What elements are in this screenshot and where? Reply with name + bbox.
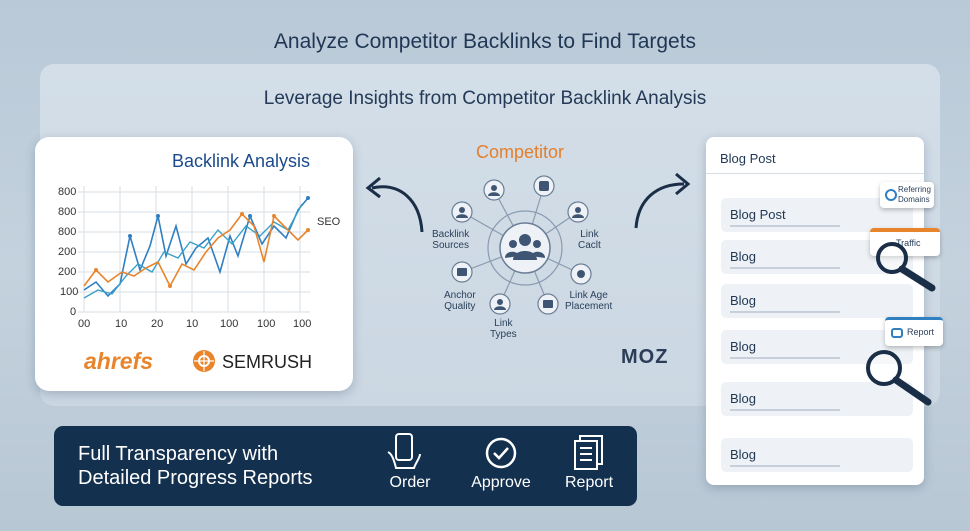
x-tick: 100 — [293, 318, 312, 330]
y-tick: 100 — [60, 286, 79, 298]
series-points — [128, 196, 310, 238]
blog-item-label: Blog — [730, 391, 757, 406]
phone-tap-icon — [387, 433, 421, 469]
node-label-link-age-placement: Link Age Placement — [565, 290, 613, 312]
blog-item-label: Blog Post — [730, 207, 786, 222]
y-tick: 200 — [58, 266, 77, 278]
backlink-analysis-title: Backlink Analysis — [172, 151, 311, 171]
y-tick: 800 — [58, 206, 77, 218]
competitor-hub-diagram — [451, 175, 592, 315]
report-label: Report — [907, 327, 935, 337]
node-label-link-caclt: Link Caclt — [578, 229, 601, 251]
report-icon — [891, 328, 903, 338]
series-line-orange — [83, 212, 309, 288]
traffic-label: Traffic — [896, 238, 921, 248]
x-tick: 100 — [220, 318, 239, 330]
page-title: Analyze Competitor Backlinks to Find Tar… — [273, 30, 697, 53]
referring-domains-tag: Referring Domains — [880, 182, 934, 208]
blog-item-label: Blog — [730, 447, 757, 462]
y-tick: 0 — [70, 306, 77, 318]
magnifier-icon — [876, 242, 936, 292]
node-label-anchor-quality: Anchor Quality — [444, 290, 476, 312]
right-curved-arrow-icon — [634, 172, 691, 229]
blog-item-label: Blog — [730, 293, 757, 308]
blog-item-label: Blog — [730, 249, 757, 264]
node-glyphs — [456, 181, 585, 310]
series-points-orange — [94, 212, 310, 288]
banner-text: Full Transparency with Detailed Progress… — [78, 443, 313, 489]
node-label-backlink-sources: Backlink Sources — [432, 229, 470, 251]
chart-grid — [78, 186, 310, 313]
series-line-blue — [83, 197, 309, 298]
blog-list-item[interactable]: Blog — [721, 330, 913, 364]
backlink-line-chart — [78, 186, 310, 313]
hub-center — [499, 222, 551, 274]
blog-list-item[interactable]: Blog — [721, 382, 913, 416]
competitor-title: Competitor — [476, 142, 565, 162]
series-line-teal — [83, 203, 303, 299]
semrush-flame-icon — [193, 350, 215, 372]
page-subtitle: Leverage Insights from Competitor Backli… — [263, 88, 707, 109]
node-label-link-types: Link Types — [490, 318, 517, 340]
order-action[interactable]: Order — [389, 474, 431, 491]
approve-action[interactable]: Approve — [471, 474, 531, 491]
y-tick: 800 — [58, 226, 77, 238]
blog-item-label: Blog — [730, 339, 757, 354]
document-icon — [574, 435, 603, 470]
report-action[interactable]: Report — [564, 474, 614, 491]
x-tick: 10 — [186, 318, 199, 330]
users-icon — [505, 234, 545, 260]
blog-card-title: Blog Post — [720, 151, 776, 166]
progress-banner — [54, 426, 637, 506]
semrush-logo: SEMRUSH — [222, 352, 313, 372]
hub-ring — [487, 210, 563, 286]
moz-logo: MOZ — [621, 346, 669, 368]
magnifier-icon — [866, 350, 932, 406]
x-tick: 20 — [151, 318, 164, 330]
blog-list-item[interactable]: Blog — [721, 284, 913, 318]
y-tick: 800 — [58, 186, 77, 198]
referring-domains-label: Referring Domains — [898, 185, 931, 204]
blog-card-header — [706, 137, 924, 174]
ahrefs-logo: ahrefs — [84, 348, 154, 374]
check-circle-icon — [485, 437, 517, 469]
blog-list-item[interactable]: Blog Post — [721, 198, 913, 232]
y-tick: 200 — [58, 246, 77, 258]
series-label: SEO — [317, 216, 341, 228]
x-tick: 10 — [115, 318, 128, 330]
blog-list-item[interactable]: Blog — [721, 438, 913, 472]
link-icon — [885, 189, 897, 201]
x-tick: 00 — [78, 318, 91, 330]
x-tick: 100 — [257, 318, 276, 330]
left-curved-arrow-icon — [365, 176, 424, 233]
report-tag: Report — [885, 317, 943, 346]
